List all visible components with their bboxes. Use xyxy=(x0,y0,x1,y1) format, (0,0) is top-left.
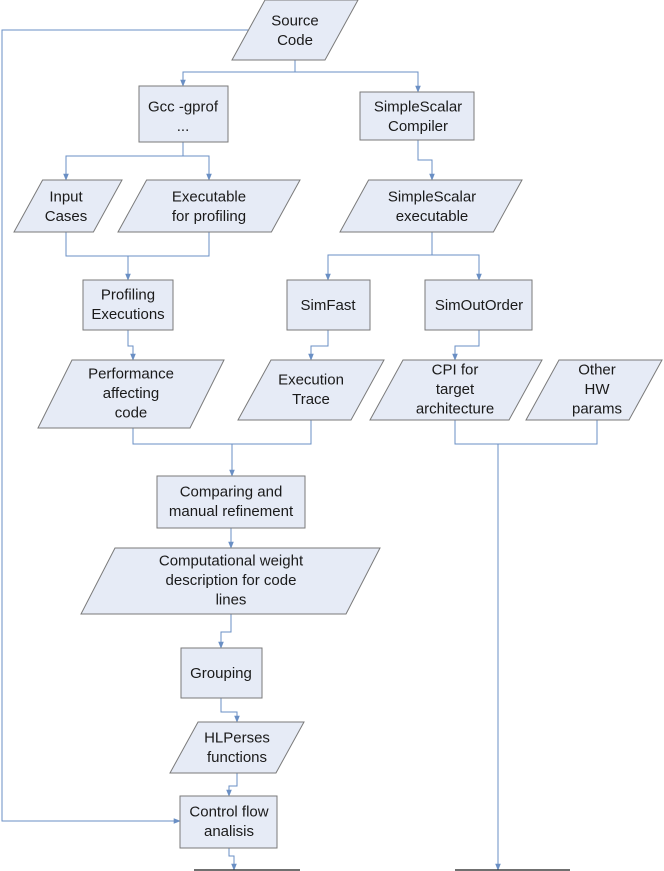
computational-weight-label-line: lines xyxy=(216,592,247,609)
edge-gcc-to-input-cases xyxy=(63,142,184,181)
edge-profiling-to-performance xyxy=(127,330,136,361)
node-cpi-target-architecture: CPI for target architecture xyxy=(369,359,543,421)
edge-performance-and-trace-to-comparing xyxy=(132,420,312,476)
simfast-label-line: SimFast xyxy=(300,297,356,314)
simplescalar-executable-shape xyxy=(339,179,523,233)
node-comparing-manual-refinement: Comparing and manual refinement xyxy=(156,475,306,529)
simplescalar-compiler-shape xyxy=(359,91,475,141)
source-code-label-line: Source xyxy=(271,12,319,29)
edge-source-to-simplescalar-compiler xyxy=(295,71,421,93)
simplescalar-executable-label-line: executable xyxy=(396,208,469,225)
edge-source-to-gcc xyxy=(180,60,296,87)
control-flow-analisis-label-line: analisis xyxy=(204,823,254,840)
input-cases-label-line: Input xyxy=(49,188,83,205)
node-hlperses-functions: HLPerses functions xyxy=(169,721,305,774)
computational-weight-shape xyxy=(80,547,381,615)
gcc-gprof-label-line: Gcc -gprof xyxy=(148,98,219,115)
performance-affecting-code-label-line: Performance xyxy=(88,366,174,383)
other-hw-params-label-line: Other xyxy=(578,362,616,379)
execution-trace-shape xyxy=(237,359,385,421)
comparing-manual-refinement-label-line: manual refinement xyxy=(169,503,294,520)
source-code-shape xyxy=(231,0,359,61)
node-simplescalar-executable: SimpleScalar executable xyxy=(339,179,523,233)
node-simoutorder: SimOutOrder xyxy=(424,279,533,331)
executable-for-profiling-label-line: Executable xyxy=(172,188,246,205)
node-grouping: Grouping xyxy=(180,647,263,699)
executable-for-profiling-label-line: for profiling xyxy=(172,208,246,225)
edge-cpi-and-hw-to-bottom xyxy=(454,420,598,870)
node-simfast: SimFast xyxy=(286,279,371,331)
control-flow-analisis-shape xyxy=(179,795,278,849)
input-cases-shape xyxy=(13,179,123,233)
hlperses-functions-shape xyxy=(169,721,305,774)
edge-computational-to-grouping xyxy=(218,614,232,649)
cpi-target-architecture-label-line: CPI for xyxy=(432,362,479,379)
node-gcc-gprof: Gcc -gprof... xyxy=(138,85,229,143)
simplescalar-compiler-label-line: SimpleScalar xyxy=(374,98,462,115)
node-control-flow-analisis: Control flow analisis xyxy=(179,795,278,849)
computational-weight-label-line: Computational weight xyxy=(159,553,304,570)
edge-source-to-control-flow xyxy=(1,29,248,824)
edge-simfast-to-trace xyxy=(308,330,329,361)
simplescalar-compiler-label-line: Compiler xyxy=(388,118,448,135)
control-flow-analisis-label-line: Control flow xyxy=(189,803,268,820)
grouping-label-line: Grouping xyxy=(190,665,252,682)
source-code-label-line: Code xyxy=(277,32,313,49)
edge-compiler-to-ss-executable xyxy=(417,140,435,181)
edge-gcc-to-executable xyxy=(183,155,212,181)
input-cases-label-line: Cases xyxy=(45,208,88,225)
cpi-target-architecture-label-line: target xyxy=(436,381,475,398)
computational-weight-label-line: description for code xyxy=(166,572,297,589)
other-hw-params-label-line: params xyxy=(572,401,622,418)
node-computational-weight: Computational weight description for code… xyxy=(80,547,381,615)
hlperses-functions-label-line: functions xyxy=(207,749,267,766)
other-hw-params-shape xyxy=(525,359,663,421)
comparing-manual-refinement-label-line: Comparing and xyxy=(180,483,283,500)
edge-ss-executable-to-simfast xyxy=(325,232,433,281)
node-executable-for-profiling: Executable for profiling xyxy=(117,179,301,233)
profiling-executions-shape xyxy=(82,279,174,331)
hlperses-functions-label-line: HLPerses xyxy=(204,729,270,746)
edge-ss-executable-to-simoutorder xyxy=(432,254,482,281)
simoutorder-label-line: SimOutOrder xyxy=(435,297,523,314)
edge-input-and-executable-to-profiling xyxy=(65,232,210,280)
cpi-target-architecture-shape xyxy=(369,359,543,421)
gcc-gprof-shape xyxy=(138,85,229,143)
profiling-executions-label-line: Executions xyxy=(91,306,164,323)
simfast-shape xyxy=(286,279,371,331)
executable-for-profiling-shape xyxy=(117,179,301,233)
simoutorder-shape xyxy=(424,279,533,331)
performance-affecting-code-label-line: affecting xyxy=(103,385,159,402)
comparing-manual-refinement-shape xyxy=(156,475,306,529)
edge-hlperses-to-control-flow xyxy=(226,773,238,797)
execution-trace-label-line: Trace xyxy=(292,391,330,408)
execution-trace-label-line: Execution xyxy=(278,371,344,388)
edge-grouping-to-hlperses xyxy=(220,698,240,723)
edge-control-flow-to-bottom xyxy=(228,848,237,871)
performance-affecting-code-shape xyxy=(37,359,225,429)
performance-affecting-code-label-line: code xyxy=(115,405,148,422)
grouping-shape xyxy=(180,647,263,699)
node-performance-affecting-code: Performance affecting code xyxy=(37,359,225,429)
connectors xyxy=(1,29,598,871)
edge-simoutorder-to-cpi xyxy=(452,330,480,361)
cpi-target-architecture-label-line: architecture xyxy=(416,401,494,418)
other-hw-params-label-line: HW xyxy=(585,381,611,398)
gcc-gprof-label-line: ... xyxy=(177,118,190,135)
simplescalar-executable-label-line: SimpleScalar xyxy=(388,188,476,205)
profiling-executions-label-line: Profiling xyxy=(101,286,155,303)
